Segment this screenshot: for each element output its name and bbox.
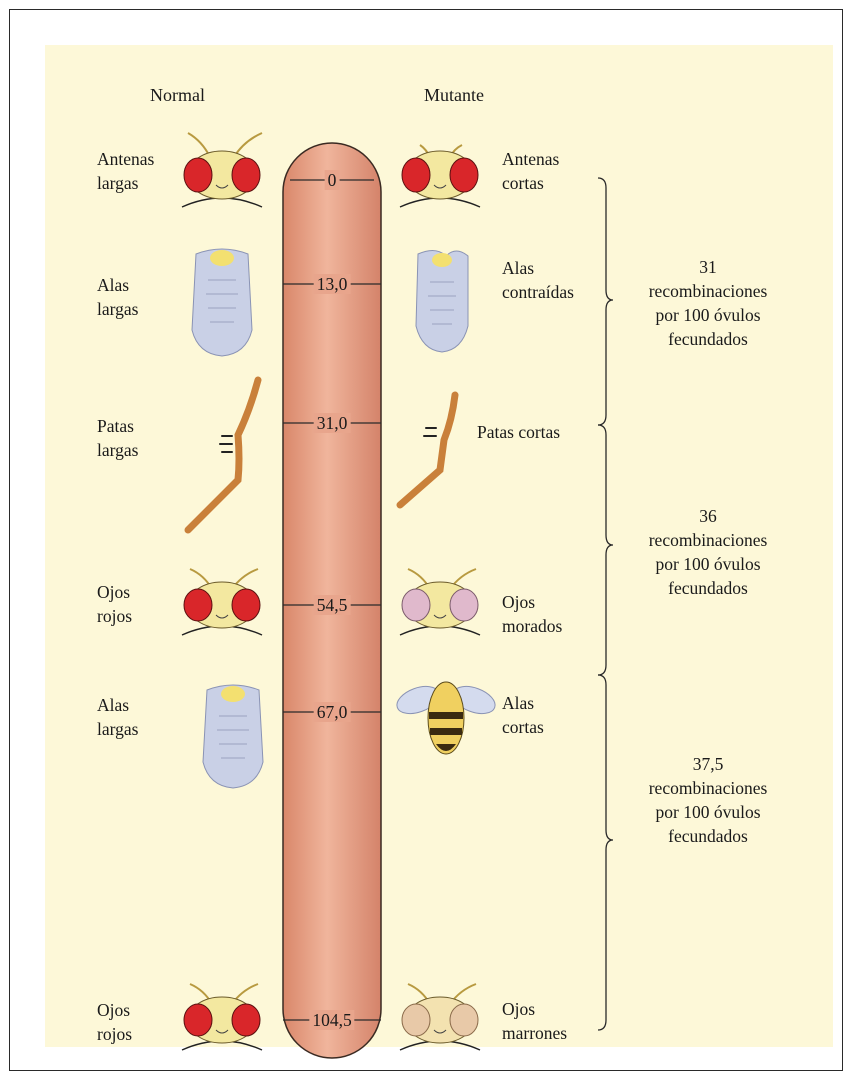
long-wing-icon <box>192 249 252 356</box>
fly-head-red-eyes-icon <box>182 984 262 1050</box>
contracted-wing-icon <box>416 250 468 352</box>
mutant-header: Mutante <box>424 83 484 107</box>
fly-head-brown-eyes-icon <box>400 984 480 1050</box>
fly-head-red-eyes-icon <box>182 133 262 207</box>
brace-1 <box>598 178 613 425</box>
long-leg-icon <box>188 380 258 530</box>
short-wing-bee-icon <box>393 681 499 754</box>
recombination-note: 31 recombinaciones por 100 óvulos fecund… <box>649 255 768 351</box>
recombination-braces <box>598 178 613 1030</box>
chromosome-mark: 13,0 <box>314 274 351 294</box>
chromosome-mark: 67,0 <box>314 702 351 722</box>
fly-head-red-eyes-icon <box>182 569 262 635</box>
fly-head-short-antennae-icon <box>400 145 480 207</box>
chromosome-mark: 0 <box>325 170 340 190</box>
mutant-trait-label: Patas cortas <box>477 420 560 444</box>
chromosome-mark: 54,5 <box>314 595 351 615</box>
short-leg-icon <box>400 395 455 505</box>
recombination-note: 37,5 recombinaciones por 100 óvulos fecu… <box>649 752 768 848</box>
long-wing-icon <box>203 685 263 788</box>
normal-header: Normal <box>150 83 205 107</box>
fly-head-purple-eyes-icon <box>400 569 480 635</box>
recombination-note: 36 recombinaciones por 100 óvulos fecund… <box>649 504 768 600</box>
brace-2 <box>598 425 613 675</box>
brace-3 <box>598 675 613 1030</box>
chromosome-mark: 31,0 <box>314 413 351 433</box>
chromosome-mark: 104,5 <box>309 1010 354 1030</box>
